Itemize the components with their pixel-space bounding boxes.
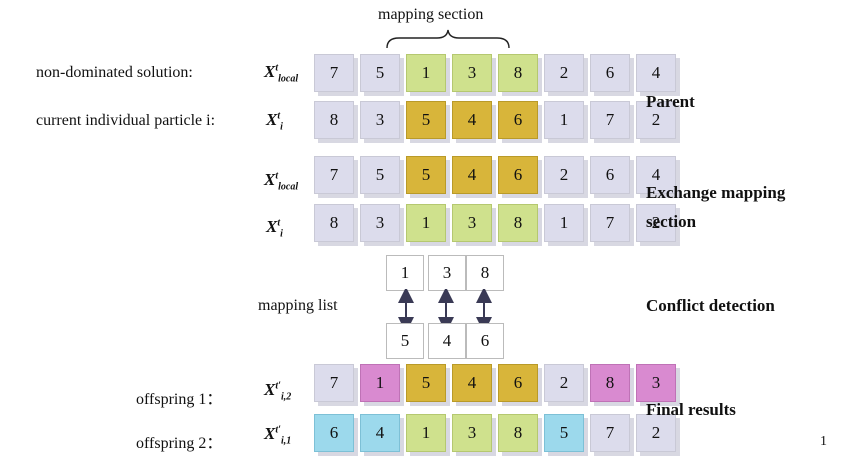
cell: 7 xyxy=(590,204,630,242)
mapping-bottom-box: 4 xyxy=(428,323,466,359)
cell: 2 xyxy=(544,54,584,92)
cell: 4 xyxy=(452,156,492,194)
cell: 6 xyxy=(590,156,630,194)
cell: 4 xyxy=(636,54,676,92)
cell: 5 xyxy=(406,101,446,139)
mapping-section-label: mapping section xyxy=(378,6,484,23)
mapping-section-brace xyxy=(386,29,510,49)
cell: 3 xyxy=(452,54,492,92)
cell: 6 xyxy=(498,101,538,139)
cell: 5 xyxy=(406,156,446,194)
cell: 3 xyxy=(636,364,676,402)
cell: 5 xyxy=(544,414,584,452)
cell: 1 xyxy=(406,204,446,242)
exchange-local-row: 7 5 5 4 6 2 6 4 xyxy=(314,156,676,194)
x-i-symbol: Xti xyxy=(266,110,283,133)
cell: 1 xyxy=(544,204,584,242)
cell: 6 xyxy=(498,364,538,402)
cell: 8 xyxy=(314,204,354,242)
mapping-bottom-box: 6 xyxy=(466,323,504,359)
cell: 7 xyxy=(314,364,354,402)
mapping-arrows xyxy=(398,289,492,331)
mapping-top-box: 8 xyxy=(466,255,504,291)
mapping-top-box: 1 xyxy=(386,255,424,291)
cell: 6 xyxy=(314,414,354,452)
parent-local-row: 7 5 1 3 8 2 6 4 xyxy=(314,54,676,92)
cell: 7 xyxy=(314,54,354,92)
current-particle-label: current individual particle i: xyxy=(36,112,216,129)
cell: 1 xyxy=(406,54,446,92)
offspring2-row: 6 4 1 3 8 5 7 2 xyxy=(314,414,676,452)
exchange-i-row: 8 3 1 3 8 1 7 2 xyxy=(314,204,676,242)
cell: 4 xyxy=(452,101,492,139)
cell: 5 xyxy=(360,156,400,194)
final-results-label: Final results xyxy=(646,400,736,419)
conflict-detection-label: Conflict detection xyxy=(646,296,775,315)
cell: 3 xyxy=(452,414,492,452)
mapping-list-label: mapping list xyxy=(258,297,338,314)
x-i1-symbol: Xt′i,1 xyxy=(264,424,292,447)
cell: 4 xyxy=(452,364,492,402)
cell: 2 xyxy=(636,204,676,242)
cell: 1 xyxy=(406,414,446,452)
x-local-symbol-2: Xtlocal xyxy=(264,170,299,193)
cell: 8 xyxy=(498,54,538,92)
cell: 5 xyxy=(360,54,400,92)
cell: 7 xyxy=(314,156,354,194)
cell: 8 xyxy=(314,101,354,139)
cell: 8 xyxy=(498,414,538,452)
cell: 2 xyxy=(636,101,676,139)
cell: 6 xyxy=(590,54,630,92)
x-i-symbol-2: Xti xyxy=(266,217,283,240)
cell: 2 xyxy=(544,364,584,402)
x-local-symbol: Xtlocal xyxy=(264,62,299,85)
cell: 7 xyxy=(590,414,630,452)
offspring1-row: 7 1 5 4 6 2 8 3 xyxy=(314,364,676,402)
exchange-label-line2: section xyxy=(646,212,697,231)
cell: 6 xyxy=(498,156,538,194)
mapping-top-box: 3 xyxy=(428,255,466,291)
cell: 7 xyxy=(590,101,630,139)
cell: 3 xyxy=(360,101,400,139)
parent-label: Parent xyxy=(646,92,695,111)
cell: 1 xyxy=(360,364,400,402)
cell: 3 xyxy=(452,204,492,242)
non-dominated-label: non-dominated solution: xyxy=(36,64,193,81)
cell: 5 xyxy=(406,364,446,402)
cell: 8 xyxy=(590,364,630,402)
parent-i-row: 8 3 5 4 6 1 7 2 xyxy=(314,101,676,139)
cell: 2 xyxy=(544,156,584,194)
exchange-label-line1: Exchange mapping xyxy=(646,183,786,202)
cell: 4 xyxy=(636,156,676,194)
page-number: 1 xyxy=(820,434,827,449)
cell: 8 xyxy=(498,204,538,242)
x-i2-symbol: Xt′i,2 xyxy=(264,380,292,403)
cell: 2 xyxy=(636,414,676,452)
cell: 3 xyxy=(360,204,400,242)
mapping-bottom-box: 5 xyxy=(386,323,424,359)
offspring1-label: offspring 1： xyxy=(136,391,223,408)
cell: 4 xyxy=(360,414,400,452)
cell: 1 xyxy=(544,101,584,139)
offspring2-label: offspring 2： xyxy=(136,435,223,452)
